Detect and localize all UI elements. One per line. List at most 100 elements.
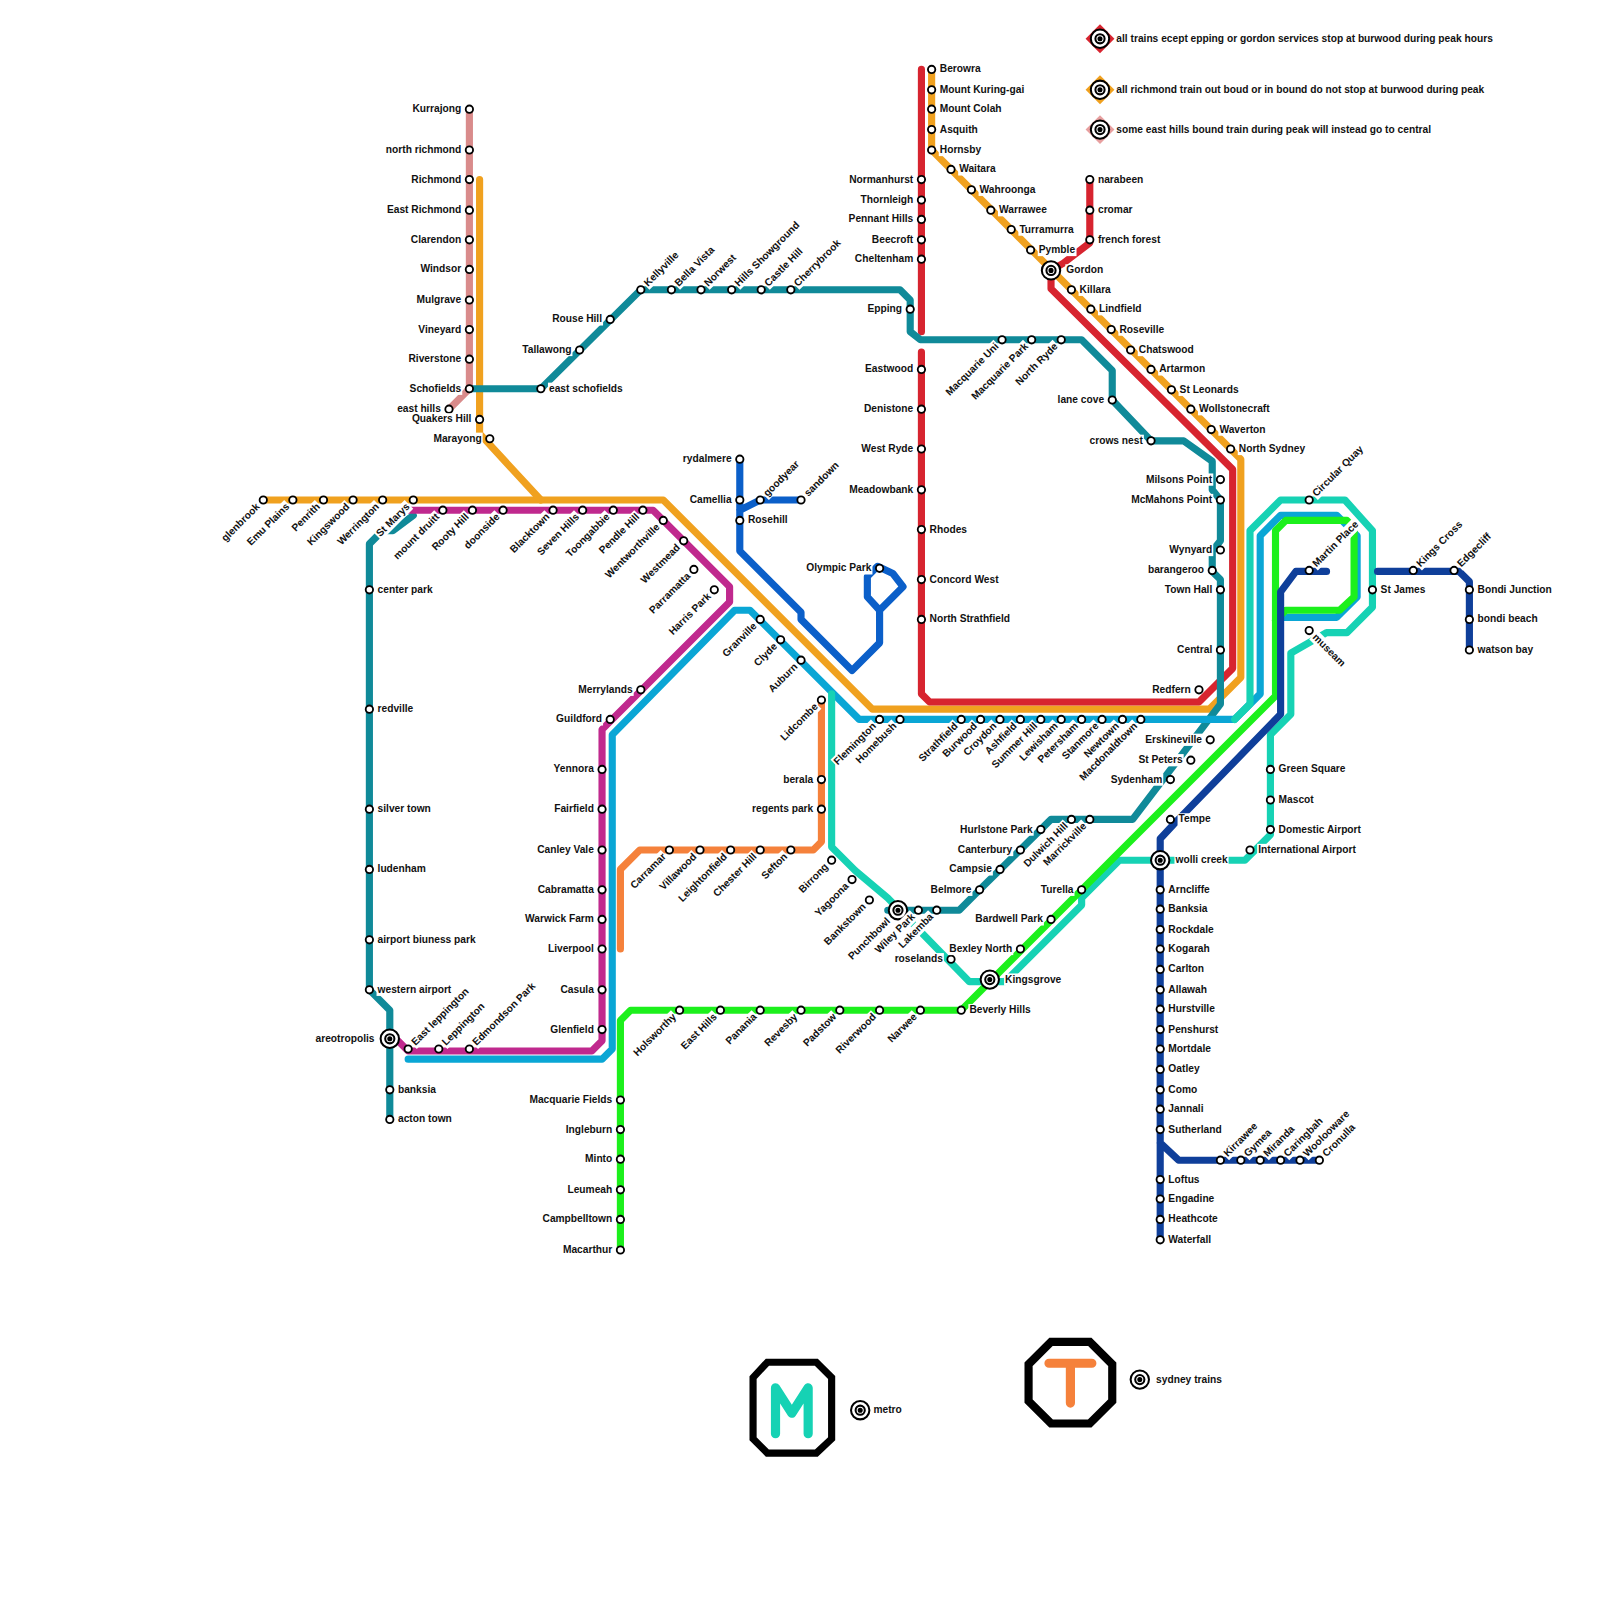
station-dot <box>1157 1126 1164 1133</box>
station-dot <box>947 166 954 173</box>
station-dot <box>537 385 544 392</box>
station-dot <box>697 286 704 293</box>
station-label: Kingsgrove <box>1004 973 1062 985</box>
station-label: watson bay <box>1477 644 1535 656</box>
station-label: Wynyard <box>1168 544 1213 556</box>
station-dot <box>917 1007 924 1014</box>
station-dot <box>1217 1157 1224 1164</box>
station-label: Asquith <box>939 123 979 135</box>
station-label: Schofields <box>409 383 463 395</box>
station-dot <box>366 706 373 713</box>
station-dot <box>1157 966 1164 973</box>
station-label: Heathcote <box>1167 1213 1218 1225</box>
station-label: bondi beach <box>1477 613 1539 625</box>
station-dot <box>977 716 984 723</box>
station-label: Engadine <box>1167 1193 1215 1205</box>
station-label: french forest <box>1097 234 1161 246</box>
station-dot <box>797 657 804 664</box>
station-dot <box>676 1007 683 1014</box>
station-dot <box>366 986 373 993</box>
station-dot <box>1157 1195 1164 1202</box>
station-dot <box>958 1007 965 1014</box>
station-label: Hornsby <box>939 144 982 156</box>
station-dot <box>690 566 697 573</box>
station-dot <box>1017 846 1024 853</box>
station-dot <box>1207 736 1214 743</box>
station-dot <box>1157 1216 1164 1223</box>
station-dot <box>1187 406 1194 413</box>
station-label: McMahons Point <box>1130 494 1213 506</box>
station-dot <box>928 126 935 133</box>
station-label: Campbelltown <box>541 1213 613 1225</box>
station-label: areotropolis <box>314 1033 375 1045</box>
station-dot <box>1086 176 1093 183</box>
station-dot <box>736 456 743 463</box>
station-dot <box>1217 646 1224 653</box>
station-label: Eastwood <box>864 363 914 375</box>
station-dot <box>379 496 386 503</box>
station-label: Thornleigh <box>860 194 915 206</box>
station-label: Cherrybrook <box>791 236 844 289</box>
station-dot <box>466 106 473 113</box>
station-dot <box>918 576 925 583</box>
station-label: Erskineville <box>1144 734 1203 746</box>
station-dot <box>757 1007 764 1014</box>
station-dot <box>797 1007 804 1014</box>
station-dot <box>1217 496 1224 503</box>
station-dot <box>289 496 296 503</box>
station-dot <box>918 486 925 493</box>
station-dot <box>466 326 473 333</box>
station-label: Normanhurst <box>848 173 914 185</box>
station-label: North Strathfield <box>929 613 1012 625</box>
station-label: Waitara <box>958 163 997 175</box>
station-label: Camellia <box>689 494 733 506</box>
station-dot <box>1157 1066 1164 1073</box>
station-dot <box>1086 816 1093 823</box>
station-dot <box>918 445 925 452</box>
station-dot <box>1157 1086 1164 1093</box>
station-dot <box>1157 1006 1164 1013</box>
station-label: Mulgrave <box>415 294 462 306</box>
station-label: Ingleburn <box>565 1123 614 1135</box>
station-dot <box>637 286 644 293</box>
station-label: Marayong <box>432 433 482 445</box>
station-label: Bexley North <box>948 943 1013 955</box>
station-label: Sydenham <box>1110 773 1164 785</box>
station-label: east schofields <box>548 383 624 395</box>
station-dot <box>727 846 734 853</box>
station-dot <box>918 196 925 203</box>
station-label: Hurstville <box>1167 1003 1216 1015</box>
station-label: North Sydney <box>1238 443 1306 455</box>
station-dot <box>617 1246 624 1253</box>
station-dot <box>366 936 373 943</box>
station-label: redville <box>377 703 415 715</box>
station-dot <box>1037 826 1044 833</box>
station-dot <box>466 176 473 183</box>
station-label: ludenham <box>377 863 427 875</box>
station-label: Tempe <box>1178 813 1212 825</box>
station-dot <box>1157 1176 1164 1183</box>
station-dot <box>466 146 473 153</box>
station-dot <box>958 716 965 723</box>
legend-text: all trains ecept epping or gordon servic… <box>1115 33 1494 45</box>
station-label: banksia <box>397 1084 437 1096</box>
station-label: Edgecliff <box>1454 530 1495 571</box>
station-label: Allawah <box>1167 984 1208 996</box>
station-dot <box>1157 1045 1164 1052</box>
station-label: Artarmon <box>1158 363 1206 375</box>
station-label: Tallawong <box>521 344 572 356</box>
station-dot <box>435 1045 442 1052</box>
station-dot <box>836 1007 843 1014</box>
station-label: Mount Kuring-gai <box>939 84 1025 96</box>
station-label: St Peters <box>1137 754 1183 766</box>
station-label: Merrylands <box>577 684 633 696</box>
station-label: Clyde <box>751 640 781 670</box>
station-dot <box>1157 1236 1164 1243</box>
station-label: roselands <box>894 953 944 965</box>
station-dot <box>736 517 743 524</box>
station-dot <box>1316 1157 1323 1164</box>
station-label: Hurlstone Park <box>959 823 1034 835</box>
station-dot <box>1167 816 1174 823</box>
station-dot <box>598 766 605 773</box>
